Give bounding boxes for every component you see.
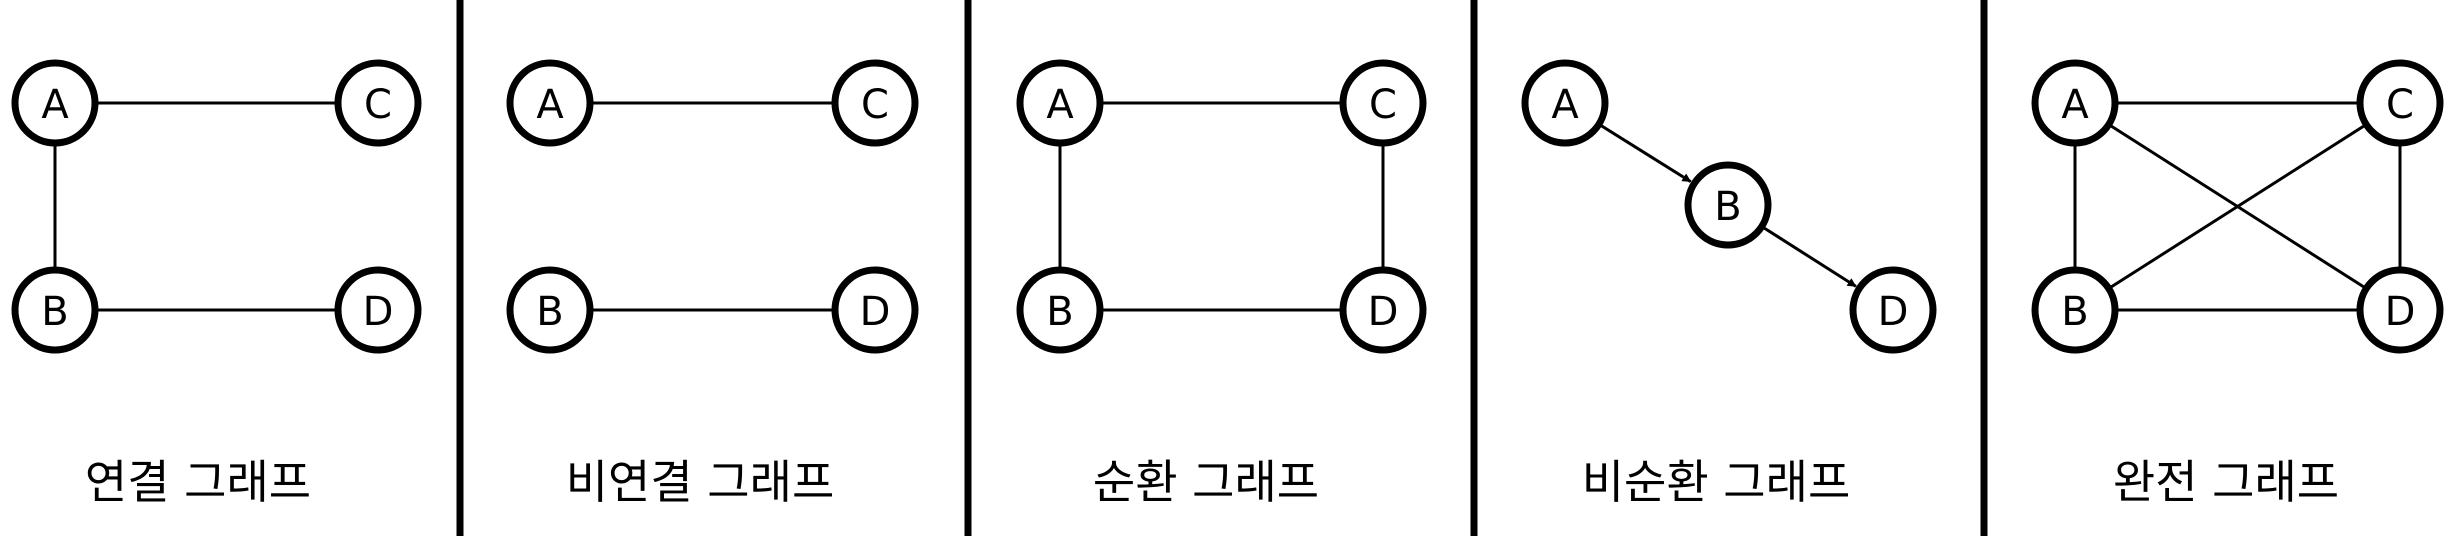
node-d: D [1339, 266, 1427, 354]
edge-c-b [2107, 123, 2368, 290]
svg-text:C: C [861, 82, 889, 128]
svg-text:B: B [1046, 289, 1073, 335]
svg-text:D: D [1878, 289, 1909, 335]
edge-a-b [1598, 122, 1692, 183]
panel-connected-graph: A C B D 연결 그래프 [11, 59, 422, 509]
svg-text:D: D [860, 289, 891, 335]
node-d: D [1849, 266, 1937, 354]
svg-text:B: B [41, 289, 68, 335]
panel-acyclic-graph: A B D 비순환 그래프 [1521, 59, 1937, 509]
node-b: B [506, 266, 594, 354]
svg-text:B: B [2061, 289, 2088, 335]
node-b: B [1684, 161, 1772, 249]
panel-caption: 연결 그래프 [85, 455, 311, 509]
svg-text:D: D [363, 289, 394, 335]
svg-text:B: B [1714, 184, 1741, 230]
svg-text:D: D [1368, 289, 1399, 335]
node-a: A [506, 59, 594, 147]
node-b: B [1016, 266, 1104, 354]
panel-caption: 비순환 그래프 [1582, 455, 1851, 509]
svg-text:D: D [2385, 289, 2416, 335]
svg-text:B: B [536, 289, 563, 335]
node-c: C [334, 59, 422, 147]
panel-disconnected-graph: A C B D 비연결 그래프 [506, 59, 919, 509]
panel-caption: 비연결 그래프 [566, 455, 835, 509]
svg-text:A: A [41, 82, 69, 128]
panel-caption: 완전 그래프 [2113, 455, 2339, 509]
svg-text:C: C [2386, 82, 2414, 128]
svg-text:A: A [1551, 82, 1579, 128]
node-c: C [1339, 59, 1427, 147]
svg-text:A: A [536, 82, 564, 128]
node-b: B [2031, 266, 2119, 354]
node-d: D [831, 266, 919, 354]
edge-b-d [1760, 225, 1857, 288]
node-d: D [2356, 266, 2444, 354]
node-d: D [334, 266, 422, 354]
panel-cyclic-graph: A C B D 순환 그래프 [1016, 59, 1427, 509]
svg-text:A: A [1046, 82, 1074, 128]
node-a: A [2031, 59, 2119, 147]
svg-text:C: C [1369, 82, 1397, 128]
node-c: C [2356, 59, 2444, 147]
svg-text:A: A [2061, 82, 2089, 128]
node-a: A [11, 59, 99, 147]
svg-text:C: C [364, 82, 392, 128]
panel-complete-graph: A C B D 완전 그래프 [2031, 59, 2444, 509]
node-c: C [831, 59, 919, 147]
node-a: A [1521, 59, 1609, 147]
node-b: B [11, 266, 99, 354]
node-a: A [1016, 59, 1104, 147]
panel-caption: 순환 그래프 [1093, 455, 1319, 509]
